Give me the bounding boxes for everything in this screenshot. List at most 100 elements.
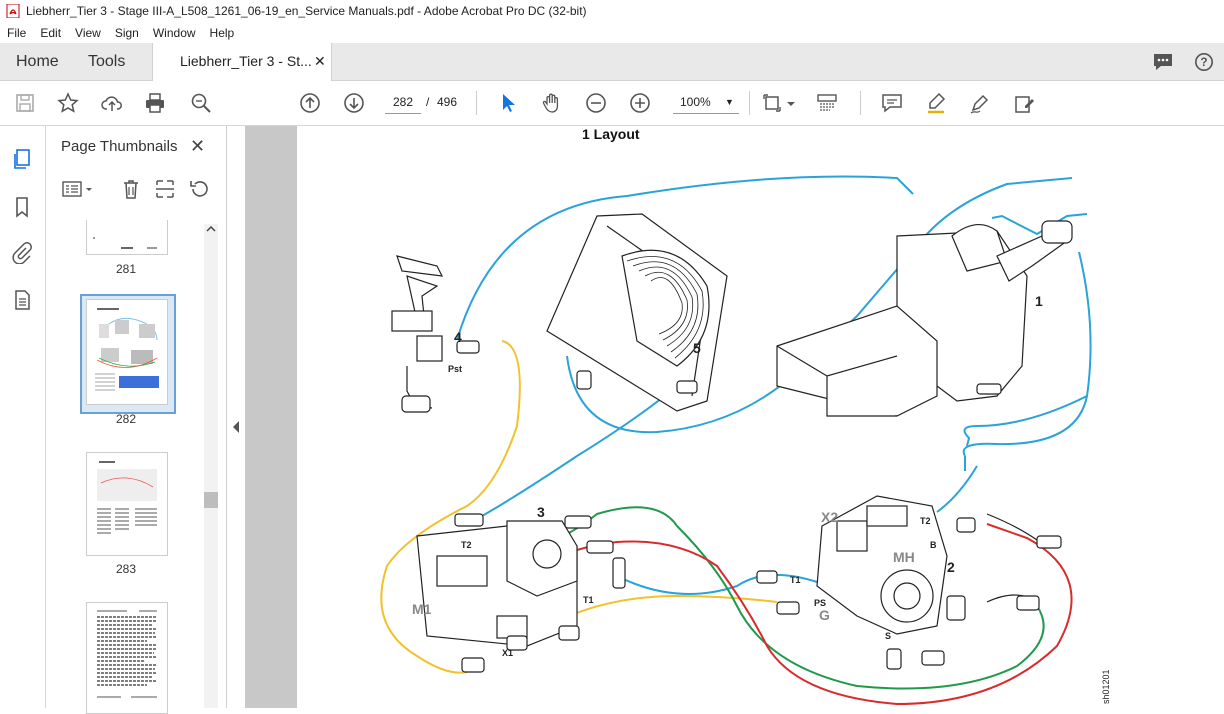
zoom-value: 100% [680,95,711,109]
page-thumbnails-icon[interactable] [11,148,33,170]
chevron-up-icon[interactable] [206,224,216,234]
bookmark-icon[interactable] [11,196,33,218]
rotate-page-icon[interactable] [188,178,210,200]
label-3: 3 [537,504,545,520]
label-mh: MH [893,549,915,565]
page-total: 496 [437,95,458,109]
label-pst: Pst [448,364,462,374]
help-icon[interactable]: ? [1193,52,1215,72]
red-hose [536,523,1073,706]
page-number-input[interactable]: 282 [385,91,421,114]
tab-bar: Home Tools Liebherr_Tier 3 - St... ✕ ? [0,43,1224,81]
comment-bubble-icon[interactable] [1152,52,1174,72]
label-g: G [819,607,830,623]
page-heading: 1 Layout [582,126,640,142]
sign-pen-icon[interactable] [969,92,991,114]
blue-hose [991,213,1088,236]
blue-hose [616,573,818,595]
thumbnail-page[interactable] [86,299,168,405]
thumbnail-preview [97,461,157,534]
label-2: 2 [947,559,955,575]
label-t1: T1 [583,595,594,605]
cooler-5 [546,213,728,412]
thumbnail-options-icon[interactable] [61,178,95,200]
pump-2 [756,495,1062,670]
fit-dropdown-icon[interactable] [786,92,796,114]
page-down-icon[interactable] [343,92,365,114]
read-mode-icon[interactable] [816,92,838,114]
tab-document[interactable]: Liebherr_Tier 3 - St... ✕ [152,43,332,81]
blue-hose [456,175,914,341]
hand-tool-icon[interactable] [541,92,563,114]
panel-collapse-handle[interactable] [227,126,245,708]
highlight-pen-icon[interactable] [925,92,947,114]
acrobat-app-icon [6,4,20,18]
document-icon[interactable] [11,289,33,311]
toolbar-divider [476,91,477,115]
comment-icon[interactable] [881,92,903,114]
chevron-down-icon: ▼ [725,97,734,107]
thumbnails-panel: Page Thumbnails ✕ 281 282 283 [46,126,227,714]
toolbar-divider [749,91,750,115]
thumbnail-page[interactable] [86,602,168,714]
save-icon[interactable] [14,92,36,114]
page-separator: / [426,95,430,109]
page-up-icon[interactable] [299,92,321,114]
left-rail [0,126,46,708]
select-cursor-icon[interactable] [497,92,519,114]
blue-hose [963,395,1088,447]
blue-hose [566,177,1073,434]
tab-close-icon[interactable]: ✕ [314,53,326,69]
thumbnail-preview [93,237,157,249]
menu-file[interactable]: File [7,25,27,40]
label-ps: PS [814,598,826,608]
menu-window[interactable]: Window [152,25,196,40]
hydraulic-layout-diagram: 1 2 3 4 5 Pst T2 T1 T2 T1 M1 X1 X2 MH PS… [380,175,1111,706]
thumbnail-label: 282 [115,412,137,426]
print-icon[interactable] [144,92,166,114]
label-s: S [885,631,891,641]
tab-document-label: Liebherr_Tier 3 - St... [180,53,312,69]
delete-page-icon[interactable] [120,178,142,200]
bookmark-star-icon[interactable] [57,92,79,114]
green-hose [506,506,1045,690]
toolbar [0,81,1224,126]
extract-pages-icon[interactable] [154,178,176,200]
pump-3 [416,513,626,673]
zoom-in-icon[interactable] [629,92,651,114]
label-4: 4 [454,329,462,345]
figure-code: sh01201 [1101,669,1111,704]
menu-help[interactable]: Help [209,25,235,40]
label-5: 5 [693,340,701,356]
close-icon[interactable]: ✕ [190,136,206,156]
menu-bar: File Edit View Sign Window Help [0,22,1224,43]
hydraulic-tank-1 [776,220,1073,417]
label-t2: T2 [461,540,472,550]
blue-hose [962,251,1092,457]
scroll-thumb[interactable] [204,492,218,508]
title-bar: Liebherr_Tier 3 - Stage III-A_L508_1261_… [0,0,1224,22]
zoom-search-icon[interactable] [190,92,212,114]
tab-home[interactable]: Home [16,53,59,70]
thumbnail-page[interactable] [86,220,168,255]
label-m1: M1 [412,601,432,617]
thumbnails-title: Page Thumbnails [61,138,178,155]
window-title: Liebherr_Tier 3 - Stage III-A_L508_1261_… [26,4,587,18]
menu-sign[interactable]: Sign [114,25,139,40]
attachment-paperclip-icon[interactable] [11,242,33,264]
thumbnail-label: 281 [115,262,137,276]
document-page: 1 Layout [297,126,1224,708]
fill-sign-icon[interactable] [1013,92,1035,114]
thumbnails-scrollbar[interactable] [204,224,218,708]
menu-edit[interactable]: Edit [40,25,62,40]
upload-cloud-icon[interactable] [101,92,123,114]
thumbnail-page[interactable] [86,452,168,556]
collapse-arrow-icon[interactable] [231,420,241,434]
menu-view[interactable]: View [75,25,101,40]
fit-page-icon[interactable] [761,92,783,114]
label-x1: X1 [502,648,513,658]
tab-tools[interactable]: Tools [88,53,126,70]
label-x2: X2 [821,509,838,525]
zoom-select[interactable]: 100% ▼ [673,91,739,114]
zoom-out-icon[interactable] [585,92,607,114]
